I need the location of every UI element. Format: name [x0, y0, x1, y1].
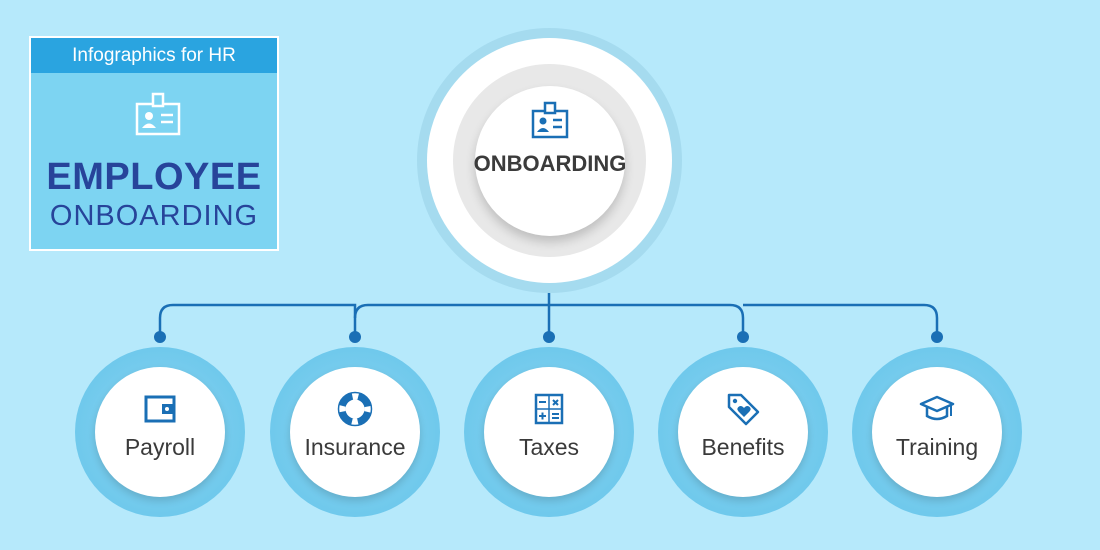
id-badge-icon — [135, 92, 181, 136]
node-circle — [290, 367, 420, 497]
connector-dot — [349, 331, 361, 343]
title-tag: Infographics for HR — [31, 38, 277, 73]
calculator-icon — [534, 393, 564, 425]
node-label: Training — [895, 434, 979, 460]
wallet-icon — [144, 395, 176, 423]
tag-heart-icon — [727, 393, 760, 426]
title-line-2: ONBOARDING — [49, 200, 259, 232]
title-line-1: EMPLOYEE — [46, 156, 262, 198]
connector-dot — [543, 331, 555, 343]
node-payroll: Payroll — [75, 347, 245, 517]
connector-dot — [737, 331, 749, 343]
node-label: Payroll — [124, 434, 196, 460]
title-card: Infographics for HR EMPLOYEE ONBOARDING — [29, 36, 279, 251]
lifebuoy-icon — [337, 391, 373, 427]
node-circle — [95, 367, 225, 497]
node-label: Insurance — [304, 434, 406, 460]
node-insurance: Insurance — [270, 347, 440, 517]
node-circle — [872, 367, 1002, 497]
node-training: Training — [852, 347, 1022, 517]
id-badge-icon — [531, 101, 569, 139]
node-circle — [678, 367, 808, 497]
center-node-label: ONBOARDING — [473, 151, 627, 176]
node-taxes: Taxes — [464, 347, 634, 517]
node-circle — [484, 367, 614, 497]
connector-dot — [931, 331, 943, 343]
node-label: Benefits — [701, 434, 785, 460]
node-benefits: Benefits — [658, 347, 828, 517]
node-label: Taxes — [518, 434, 580, 460]
connector-dot — [154, 331, 166, 343]
graduation-cap-icon — [919, 395, 955, 421]
